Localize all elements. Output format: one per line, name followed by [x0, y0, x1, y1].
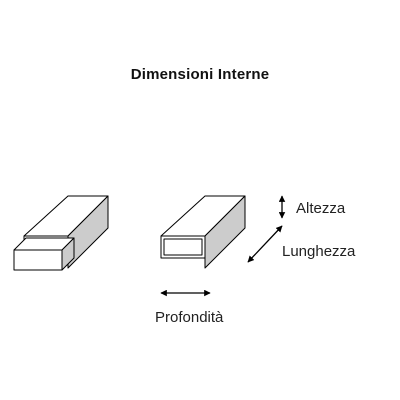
drawer-front-face [13, 249, 63, 271]
diagram-title: Dimensioni Interne [130, 66, 270, 83]
length-arrow [247, 225, 283, 263]
open-box-opening [163, 238, 203, 256]
depth-label: Profondità [155, 309, 224, 326]
box-with-drawer [13, 195, 109, 271]
open-box [160, 195, 246, 269]
length-label: Lunghezza [282, 243, 356, 260]
height-label: Altezza [296, 200, 346, 217]
